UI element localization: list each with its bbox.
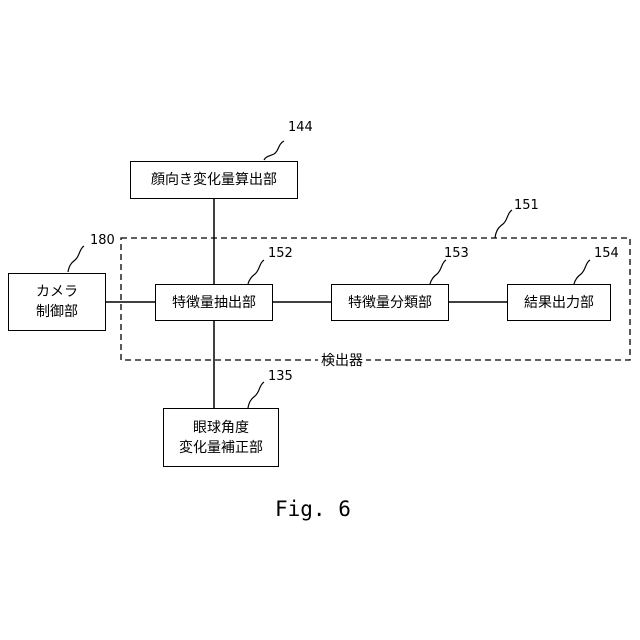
leader-line-151 xyxy=(495,210,512,238)
eye-angle-correction-label-line2: 変化量補正部 xyxy=(179,438,263,458)
camera-control-label-line1: カメラ xyxy=(36,282,78,302)
feature-extraction-block: 特徴量抽出部 xyxy=(155,284,273,321)
leader-line-152 xyxy=(248,260,264,284)
leader-line-154 xyxy=(574,260,590,284)
result-output-block: 結果出力部 xyxy=(507,284,611,321)
leader-line-180 xyxy=(68,246,84,272)
ref-numeral-180: 180 xyxy=(90,234,115,248)
detector-group-label: 検出器 xyxy=(318,353,366,369)
ref-numeral-135: 135 xyxy=(268,370,293,384)
camera-control-block: カメラ 制御部 xyxy=(8,273,106,331)
figure-caption: Fig. 6 xyxy=(275,497,351,521)
leader-line-135 xyxy=(248,382,264,408)
feature-classification-block: 特徴量分類部 xyxy=(331,284,449,321)
ref-numeral-152: 152 xyxy=(268,247,293,261)
ref-numeral-154: 154 xyxy=(594,247,619,261)
feature-extraction-label: 特徴量抽出部 xyxy=(172,293,256,313)
leader-line-144 xyxy=(264,141,284,160)
leader-line-153 xyxy=(430,260,446,284)
ref-numeral-144: 144 xyxy=(288,121,313,135)
eye-angle-correction-label-line1: 眼球角度 xyxy=(193,418,249,438)
face-direction-change-calculator-block: 顔向き変化量算出部 xyxy=(130,161,298,199)
face-direction-label: 顔向き変化量算出部 xyxy=(151,170,277,190)
feature-classification-label: 特徴量分類部 xyxy=(348,293,432,313)
ref-numeral-151: 151 xyxy=(514,199,539,213)
eye-angle-correction-block: 眼球角度 変化量補正部 xyxy=(163,408,279,467)
camera-control-label-line2: 制御部 xyxy=(36,302,78,322)
result-output-label: 結果出力部 xyxy=(524,293,594,313)
ref-numeral-153: 153 xyxy=(444,247,469,261)
